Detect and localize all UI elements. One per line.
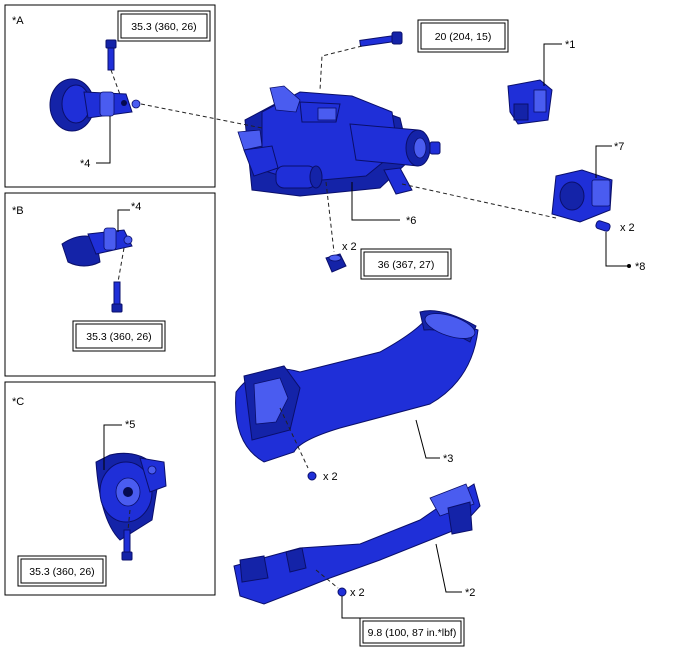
callout-1: *1 [565, 39, 575, 51]
bracket-qty: x 2 [350, 587, 365, 599]
panel-c-callout: *5 [125, 419, 135, 431]
callout-3: *3 [443, 453, 453, 465]
panel-b-bolt [111, 281, 123, 313]
panel-a-label: *A [12, 15, 24, 27]
callout-7: *7 [614, 141, 624, 153]
column-bolt-torque-value: 20 (204, 15) [435, 31, 492, 43]
panel-c-torque-box: 35.3 (360, 26) [17, 555, 107, 587]
callout-6: *6 [406, 215, 416, 227]
pin-qty: x 2 [620, 222, 635, 234]
column-bolt-torque-box: 20 (204, 15) [417, 19, 509, 53]
panel-b-frame [4, 192, 216, 377]
bracket-bolt [337, 587, 347, 597]
panel-a-callout: *4 [80, 158, 90, 170]
panel-a-steering-joint [49, 78, 141, 132]
panel-c-label: *C [12, 396, 24, 408]
panel-b-callout: *4 [131, 201, 141, 213]
panel-c-steering-joint [95, 452, 167, 541]
panel-b-label: *B [12, 205, 24, 217]
panel-c-torque-value: 35.3 (360, 26) [29, 566, 94, 578]
panel-a-torque-box: 35.3 (360, 26) [117, 10, 211, 42]
part-2-bracket [233, 483, 481, 605]
panel-b-torque-box: 35.3 (360, 26) [72, 320, 166, 352]
nut-qty: x 2 [342, 241, 357, 253]
pin [595, 220, 611, 232]
panel-c-frame [4, 381, 216, 596]
panel-a-frame [4, 4, 216, 188]
part-7-sensor [551, 169, 613, 223]
panel-a-bolt [105, 39, 117, 71]
panel-a-torque-value: 35.3 (360, 26) [131, 21, 196, 33]
column-bolt [359, 31, 403, 47]
callout-2: *2 [465, 587, 475, 599]
bracket-torque-value: 9.8 (100, 87 in.*lbf) [368, 627, 457, 639]
column-nut [325, 253, 347, 273]
callout-8: *8 [635, 261, 645, 273]
bracket-torque-box: 9.8 (100, 87 in.*lbf) [359, 617, 465, 647]
column-nut-torque-value: 36 (367, 27) [378, 259, 435, 271]
panel-b-steering-joint [61, 227, 133, 267]
panel-a: *A 35.3 (360, 26) *4 [4, 4, 216, 188]
column-nut-torque-box: 36 (367, 27) [360, 248, 452, 280]
part-1-connector [507, 79, 553, 125]
panel-c: *C *5 35.3 (360, 26) [4, 381, 216, 596]
part-3-duct [235, 310, 479, 463]
panel-b: *B *4 35.3 (360, 26) [4, 192, 216, 377]
panel-c-bolt [121, 529, 133, 561]
steering-column-assembly [237, 85, 441, 197]
callout-8-dot [627, 264, 631, 268]
panel-b-torque-value: 35.3 (360, 26) [86, 331, 151, 343]
duct-screw [307, 471, 317, 481]
screw-qty: x 2 [323, 471, 338, 483]
